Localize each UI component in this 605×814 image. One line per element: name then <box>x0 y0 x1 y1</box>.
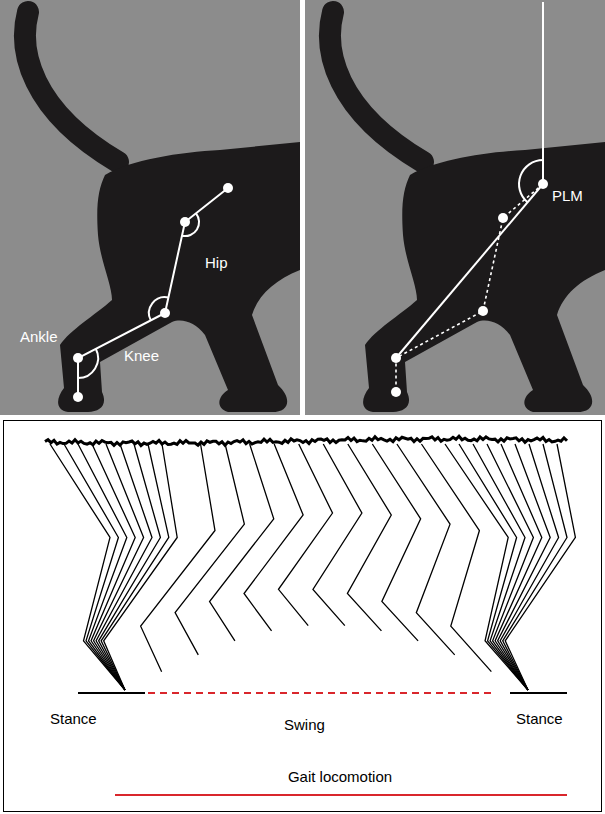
joint-label: Knee <box>124 347 159 364</box>
panel-ground <box>0 0 300 415</box>
phase-label: Stance <box>516 710 563 727</box>
stance-bar <box>510 692 567 694</box>
limb-stick <box>347 444 391 631</box>
phase-label: Stance <box>50 710 97 727</box>
panel-frame <box>4 421 602 812</box>
panel-ground <box>305 0 605 415</box>
stick-figures <box>50 444 575 690</box>
joint-angle-model <box>78 188 228 397</box>
limb-stick <box>421 444 491 672</box>
limb-stick <box>210 444 274 641</box>
cat-silhouette <box>25 12 300 412</box>
limb-stick <box>50 444 125 690</box>
limb-stick <box>244 444 303 631</box>
limb-stick <box>503 444 567 690</box>
limb-stick <box>78 444 127 690</box>
limb-stick <box>445 444 528 690</box>
limb-stick <box>91 444 135 690</box>
cycle-label: Gait locomotion <box>288 768 392 785</box>
limb-stick <box>141 444 215 672</box>
joint-label: Ankle <box>20 328 58 345</box>
limb-stick <box>473 444 528 690</box>
phase-label: Swing <box>284 716 325 733</box>
limb-stick <box>104 444 178 690</box>
limb-stick <box>505 444 575 690</box>
limb-stick <box>99 444 161 690</box>
cat-silhouette <box>330 12 605 412</box>
stance-bar <box>78 692 145 694</box>
joint-dots <box>391 179 548 397</box>
joint-label: Hip <box>205 254 228 271</box>
limb-stick <box>175 444 244 655</box>
limb-stick <box>101 444 169 690</box>
limb-stick <box>313 444 362 626</box>
swing-bar <box>148 692 495 694</box>
limb-axis-model <box>396 2 543 392</box>
hip-trajectory <box>45 436 567 445</box>
limb-stick <box>278 444 332 626</box>
gait-cycle-bar <box>115 794 567 796</box>
limb-stick <box>372 444 420 641</box>
joint-dots <box>73 183 233 402</box>
limb-stick <box>397 444 455 655</box>
joint-label: PLM <box>552 187 583 204</box>
